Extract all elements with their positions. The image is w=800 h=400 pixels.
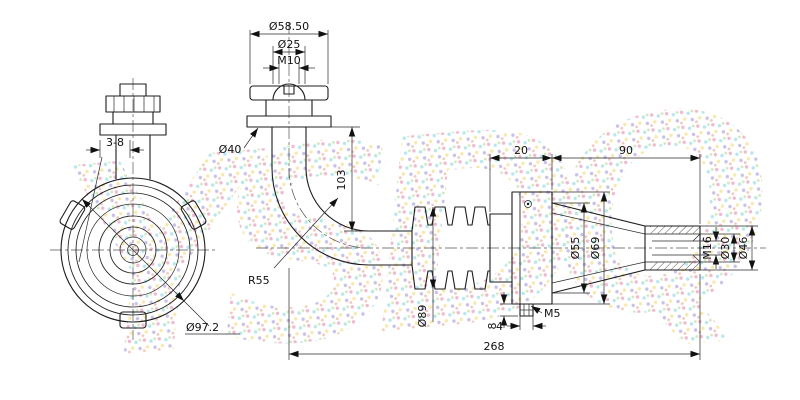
dim-label-clamp-dia: Ø58.50 (269, 20, 309, 33)
dim-label-nozzle-len: 90 (619, 144, 633, 157)
dim-label-bore: Ø25 (278, 38, 301, 51)
dim-ferrule-flange-dia: Ø40 (219, 127, 259, 156)
dim-set-screw: M5 (530, 305, 561, 320)
tip-thread-hatch-bottom (650, 262, 700, 270)
cap-flange (99, 123, 167, 136)
tip-chamfer (692, 254, 701, 263)
front-cap-stack (99, 83, 167, 180)
set-screw-hole (524, 200, 532, 208)
ferrule-flange (246, 115, 332, 128)
ferrule-dome (272, 83, 306, 101)
ferrule-slot (283, 85, 295, 95)
flange-ring-circle-2 (75, 192, 191, 308)
ferrule-view: Ø58.50 Ø25 M10 Ø40 (219, 20, 332, 178)
dim-nozzle-len: 90 (552, 144, 701, 224)
dim-label-screw-offset: 4 (496, 320, 503, 333)
flange-outer-circle (60, 177, 206, 323)
dim-tip-thread: M16 (700, 227, 722, 269)
dim-label-flange-od: Ø97.2 (186, 321, 219, 334)
dim-label-tip-od: Ø46 (737, 237, 750, 260)
clamp-lug (180, 200, 207, 230)
dim-bellows-od: Ø89 (416, 207, 437, 328)
dim-thread-top: M10 (263, 54, 315, 84)
bellows-bottom-profile (411, 264, 491, 290)
dim-elbow-radius: R55 (248, 197, 339, 287)
dim-label-lug-pattern: 3-8 (106, 136, 124, 149)
dim-label-tip-bore: Ø30 (719, 237, 732, 260)
tip-thread-hatch-top (650, 226, 700, 234)
dim-label-neck-dia: Ø55 (569, 237, 582, 260)
dim-label-ferrule-flange-dia: Ø40 (219, 143, 242, 156)
dim-tip-od: Ø46 (700, 225, 758, 271)
dim-label-elbow-radius: R55 (248, 274, 270, 287)
dim-label-set-screw: M5 (544, 307, 561, 320)
clamp-lug (59, 200, 86, 230)
dim-label-bellows-od: Ø89 (416, 305, 429, 328)
set-screw-dot (526, 202, 530, 206)
dim-neck-dia: Ø55 (552, 202, 590, 294)
elbow-centerline (288, 167, 370, 249)
dim-label-body-od: Ø69 (589, 237, 602, 260)
dim-flange-od: Ø97.2 (81, 198, 240, 335)
flange-ring-circle-1 (67, 184, 199, 316)
bellows-top-profile (411, 206, 491, 232)
bellows (411, 206, 491, 290)
dim-tip-bore: Ø30 (700, 233, 740, 263)
elbow-outer-arc (271, 167, 370, 266)
dim-screw-offset: 4 (496, 316, 546, 333)
clamp-lug (119, 311, 147, 329)
dim-label-screw-len: 8 (486, 323, 499, 330)
front-view: 3-8 Ø97.2 (50, 78, 240, 340)
dim-body-od: Ø69 (552, 191, 610, 305)
dim-clamp-dia: Ø58.50 (249, 20, 329, 84)
side-view (256, 126, 766, 317)
dimensions: 103 20 90 R55 Ø89 Ø (248, 126, 758, 360)
ferrule-clamp-lip (249, 85, 329, 101)
dim-riser-height: 103 (310, 126, 370, 232)
dim-label-thread-top: M10 (277, 54, 301, 67)
dim-label-tip-thread: M16 (701, 236, 714, 260)
nozzle (551, 202, 701, 294)
dim-overall-len: 268 (288, 268, 701, 360)
dim-label-overall-len: 268 (484, 340, 505, 353)
dim-label-body-len: 20 (514, 144, 528, 157)
clamp-lugs (59, 200, 207, 329)
dim-label-riser-height: 103 (335, 170, 348, 191)
dim-screw-len: 8 (486, 292, 518, 330)
tip-chamfer (692, 233, 701, 242)
